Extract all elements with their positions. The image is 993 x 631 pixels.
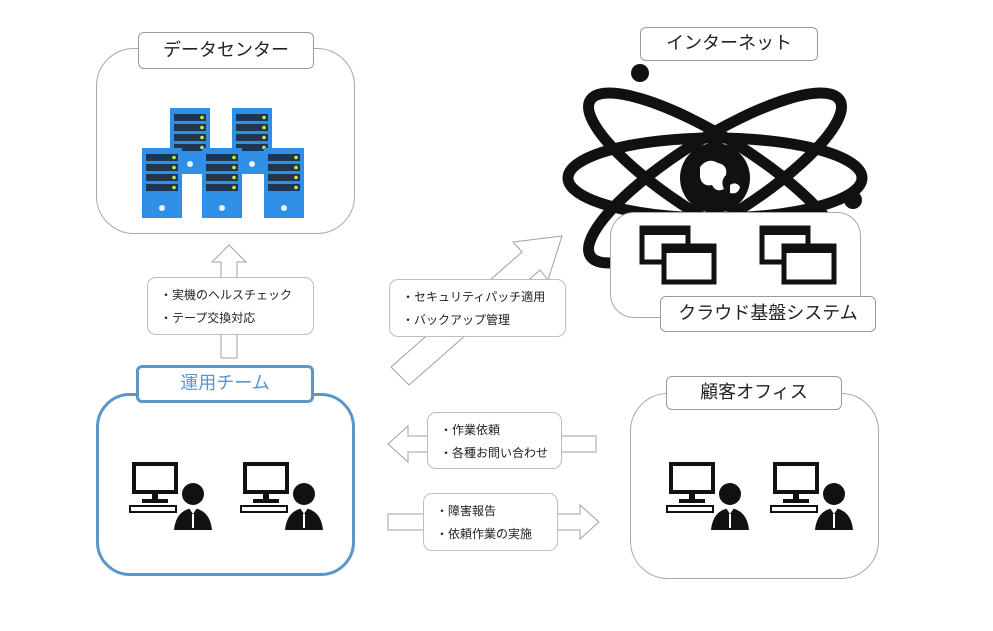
server-rack-icon <box>142 108 304 218</box>
note-customer-requests: ・作業依頼 ・各種お問い合わせ <box>427 412 562 469</box>
atom-globe-icon <box>562 64 868 269</box>
window-stack-icon <box>759 225 837 285</box>
operator-workstation-icon <box>770 462 853 530</box>
note-line: ・作業依頼 <box>440 423 501 437</box>
ops-team-title: 運用チーム <box>136 365 314 403</box>
internet-title: インターネット <box>640 27 818 61</box>
cloud-title: クラウド基盤システム <box>660 296 876 332</box>
window-stack-icon <box>639 225 717 285</box>
note-datacenter-tasks: ・実機のヘルスチェック ・テープ交換対応 <box>147 277 314 335</box>
datacenter-title: データセンター <box>138 32 314 69</box>
operator-workstation-icon <box>666 462 749 530</box>
note-line: ・各種お問い合わせ <box>440 446 549 460</box>
note-ops-reports: ・障害報告 ・依頼作業の実施 <box>423 493 558 551</box>
operator-workstation-icon <box>240 462 323 530</box>
note-line: ・障害報告 <box>436 504 497 518</box>
customer-office-title: 顧客オフィス <box>666 376 842 410</box>
note-cloud-tasks: ・セキュリティパッチ適用 ・バックアップ管理 <box>389 279 566 337</box>
note-line: ・依頼作業の実施 <box>436 527 533 541</box>
note-line: ・テープ交換対応 <box>160 311 256 325</box>
note-line: ・実機のヘルスチェック <box>160 288 293 302</box>
note-line: ・セキュリティパッチ適用 <box>402 290 546 304</box>
note-line: ・バックアップ管理 <box>402 313 511 327</box>
operator-workstation-icon <box>129 462 212 530</box>
